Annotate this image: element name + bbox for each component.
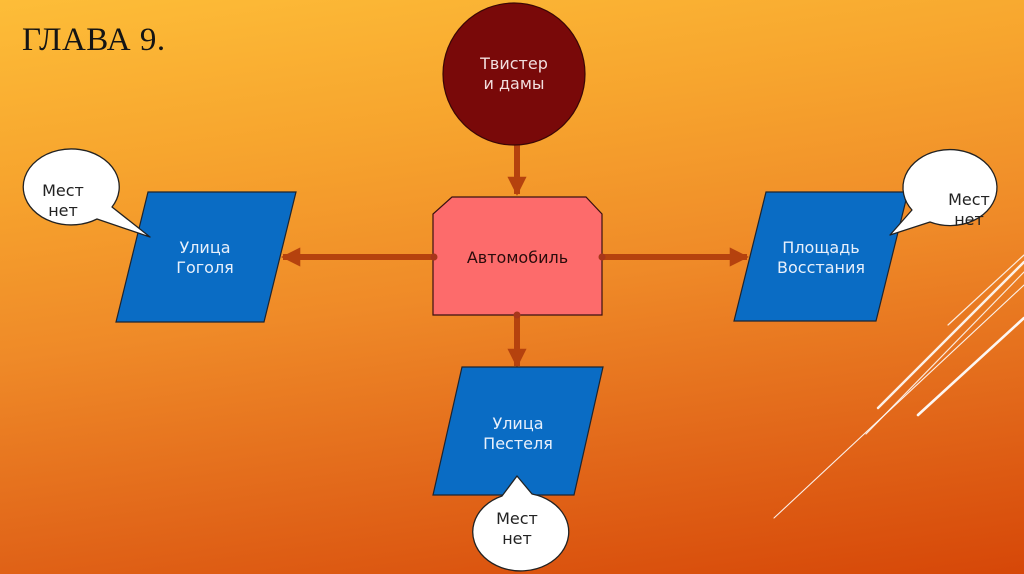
right-node-shape[interactable] (733, 191, 909, 322)
slide-title: ГЛАВА 9. (22, 22, 166, 58)
start-node-line1: Твистер (480, 54, 548, 74)
start-node-label: Твистер и дамы (454, 44, 574, 104)
start-node-line2: и дамы (483, 74, 545, 93)
right-callout-line1: Мест (948, 190, 990, 210)
connector-dot (598, 253, 606, 261)
left-node-shape[interactable] (115, 191, 297, 323)
left-callout-line1: Мест (42, 181, 84, 201)
connector-dot (513, 311, 521, 319)
left-callout-line2: нет (48, 201, 78, 220)
center-node-shape[interactable] (432, 196, 603, 316)
decor-line (773, 284, 1024, 519)
left-node-label: Улица Гоголя (140, 232, 270, 284)
decor-line (916, 316, 1024, 417)
right-callout-label: Мест нет (934, 185, 1004, 235)
connectors (281, 144, 749, 368)
bottom-node-label: Улица Пестеля (453, 408, 583, 460)
connector-dot (430, 253, 438, 261)
bottom-callout-shape (472, 475, 570, 572)
right-node-label: Площадь Восстания (756, 232, 886, 284)
decorative-lines (773, 254, 1024, 519)
right-node-line2: Восстания (777, 258, 865, 277)
bottom-node-line2: Пестеля (483, 434, 553, 453)
left-node-line2: Гоголя (176, 258, 234, 277)
bottom-node-shape[interactable] (432, 366, 604, 496)
left-callout-shape (22, 148, 151, 238)
bottom-node-line1: Улица (492, 414, 544, 434)
right-callout-line2: нет (954, 210, 984, 229)
center-node-label: Автомобиль (466, 248, 569, 268)
start-circle[interactable] (442, 2, 586, 146)
left-node-line1: Улица (179, 238, 231, 258)
bottom-callout-line2: нет (502, 529, 532, 548)
decor-line (876, 260, 1024, 410)
right-callout-shape (889, 148, 998, 236)
left-callout-label: Мест нет (28, 176, 98, 226)
bottom-callout-label: Мест нет (482, 504, 552, 554)
right-node-line1: Площадь (782, 238, 860, 258)
bottom-callout-line1: Мест (496, 509, 538, 529)
decor-line (947, 254, 1024, 326)
